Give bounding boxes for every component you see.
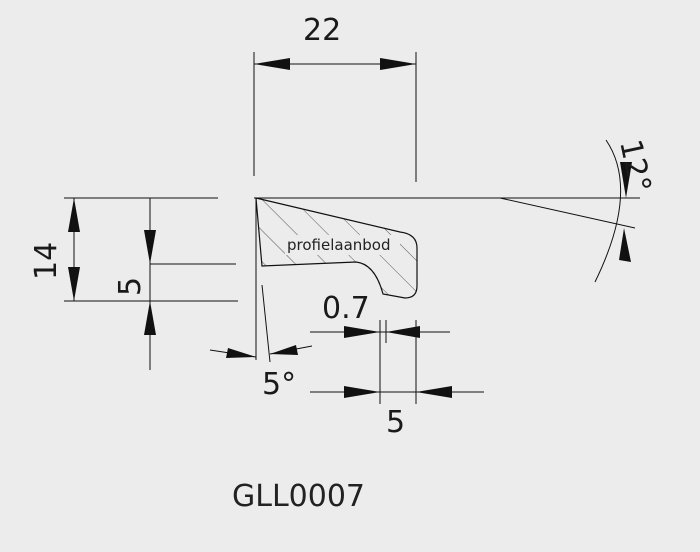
dimension-width-label: 22	[303, 13, 341, 48]
dimension-lip-gap: 0.7	[310, 291, 450, 404]
dimension-top-angle-label: 12°	[612, 136, 657, 195]
product-code: GLL0007	[232, 479, 365, 514]
dimension-inner-height-label: 5	[113, 277, 148, 296]
dimension-width: 22	[253, 13, 417, 182]
dimension-lip-width: 5	[310, 386, 484, 440]
dimension-draft-angle-label: 5°	[262, 367, 296, 402]
dimension-height-label: 14	[29, 242, 64, 280]
dimension-inner-height: 5	[113, 198, 236, 370]
dimension-lip-gap-label: 0.7	[322, 291, 370, 326]
watermark: profielaanbod	[287, 236, 391, 254]
watermark-bg	[285, 235, 400, 255]
dimension-draft-angle: 5°	[209, 198, 313, 402]
dimension-lip-width-label: 5	[386, 405, 405, 440]
dimension-height: 14	[29, 197, 238, 302]
